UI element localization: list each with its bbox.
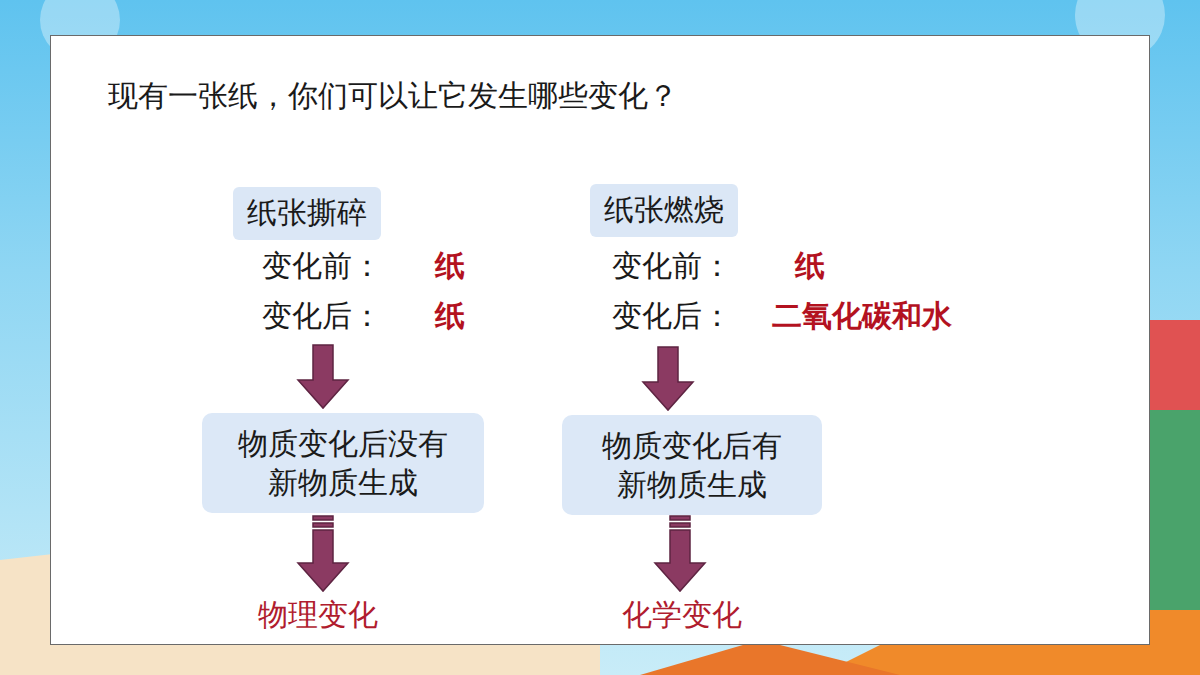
header-box: 纸张撕碎 [233,187,381,240]
header-box: 纸张燃烧 [590,184,738,237]
arrow-stripe [313,516,333,520]
row-label: 变化后： [262,298,382,334]
value-text: 二氧化碳和水 [772,298,952,334]
slide-panel [50,35,1150,645]
row-label: 变化前： [262,248,382,284]
orange-shape [640,640,900,675]
value-text: 纸 [435,248,465,284]
result-box: 物质变化后有 新物质生成 [562,415,822,515]
block-arrow [298,530,348,591]
row-label: 变化后： [612,298,732,334]
value-text: 纸 [435,298,465,334]
arrow-stripe [313,523,333,527]
arrow-stripe [670,516,690,520]
book-shape [1150,320,1200,410]
box-text: 纸张撕碎 [247,193,367,234]
box-text: 纸张燃烧 [604,190,724,231]
box-text: 物质变化后有 新物质生成 [578,426,806,504]
result-box: 物质变化后没有 新物质生成 [202,413,484,513]
value-text: 纸 [795,248,825,284]
row-label: 变化前： [612,248,732,284]
box-text: 物质变化后没有 新物质生成 [218,424,468,502]
block-arrow [655,530,705,591]
block-arrow [298,345,348,408]
slide-title: 现有一张纸，你们可以让它发生哪些变化？ [108,78,678,114]
figure-shape [1150,410,1200,610]
arrow-stripe [670,523,690,527]
conclusion-text: 物理变化 [258,597,378,633]
block-arrow [643,347,693,410]
conclusion-text: 化学变化 [622,597,742,633]
